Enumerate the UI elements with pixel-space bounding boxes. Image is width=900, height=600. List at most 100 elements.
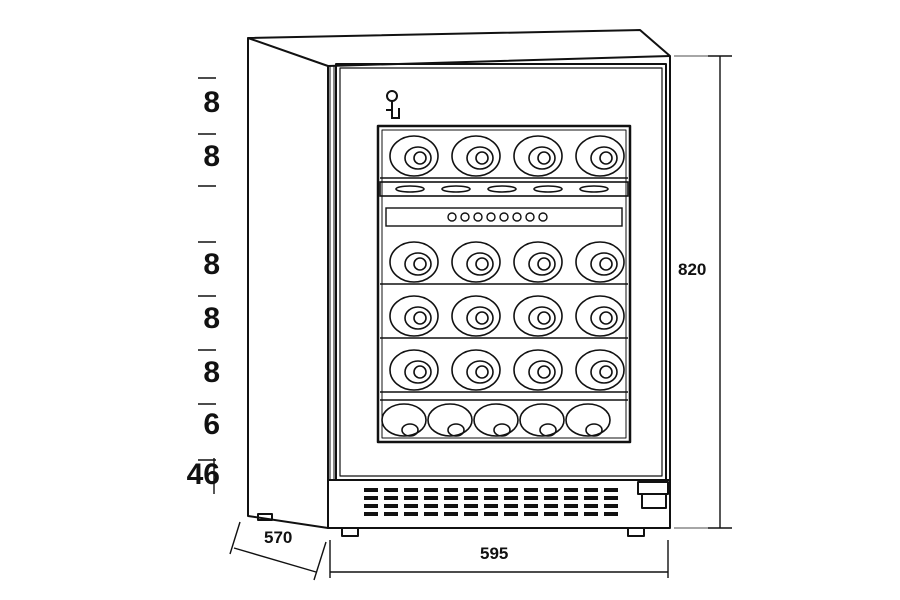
control-button [486, 212, 496, 222]
touch-control-icon [386, 90, 400, 119]
bottle [389, 241, 439, 283]
control-button [538, 212, 548, 222]
shelf-capacity-1: 8 [203, 86, 220, 119]
glass-window [376, 124, 632, 444]
depth-dim-line [233, 547, 317, 573]
vent-slot [604, 488, 618, 492]
vent-slot [424, 504, 438, 508]
vent-slot [424, 488, 438, 492]
bottle [389, 349, 439, 391]
vent-grille [364, 488, 618, 516]
shelf-capacity-5: 8 [203, 356, 220, 389]
height-dimension-label: 820 [678, 260, 707, 279]
vent-slot [364, 496, 378, 500]
vent-slot [544, 512, 558, 516]
bottle [473, 403, 519, 437]
control-button [499, 212, 509, 222]
cabinet-side [247, 37, 329, 529]
bottle [565, 403, 611, 437]
vent-slot [564, 496, 578, 500]
vent-slot [464, 504, 478, 508]
bottle [575, 349, 625, 391]
vent-slot [484, 488, 498, 492]
vent-slot [424, 512, 438, 516]
vent-slot [524, 496, 538, 500]
vent-slot [584, 512, 598, 516]
vent-slot [444, 496, 458, 500]
vent-slot [484, 512, 498, 516]
latch [637, 481, 669, 495]
vent-slot [384, 496, 398, 500]
bottle [451, 349, 501, 391]
vent-slot [584, 504, 598, 508]
vent-slot [524, 512, 538, 516]
vent-slot [564, 512, 578, 516]
vent-slot [524, 504, 538, 508]
vent-slot [384, 488, 398, 492]
bottle [451, 295, 501, 337]
bottle-shelves [379, 135, 629, 437]
control-button [473, 212, 483, 222]
depth-dimension-label: 570 [264, 528, 293, 547]
vent-slot [504, 496, 518, 500]
control-panel-icon [385, 207, 623, 227]
bottle [575, 241, 625, 283]
control-button [525, 212, 535, 222]
vent-slot [584, 496, 598, 500]
vent-slot [544, 496, 558, 500]
vent-slot [464, 488, 478, 492]
vent-slot [504, 504, 518, 508]
shelf-capacity-3: 8 [203, 248, 220, 281]
vent-slot [484, 504, 498, 508]
bottle [451, 135, 501, 177]
vent-slot [564, 488, 578, 492]
shelf-capacity-2: 8 [203, 140, 220, 173]
vent-slot [364, 488, 378, 492]
cabinet-top [247, 29, 671, 67]
bottle [513, 349, 563, 391]
vent-slot [584, 488, 598, 492]
vent-slot [524, 488, 538, 492]
vent-slot [444, 488, 458, 492]
bottle [575, 135, 625, 177]
foot-right [627, 527, 645, 537]
vent-slot [604, 512, 618, 516]
vent-slot [604, 496, 618, 500]
bottle [575, 295, 625, 337]
vent-slot [604, 504, 618, 508]
vent-slot [384, 512, 398, 516]
total-capacity: 46 [186, 458, 220, 491]
vent-slot [464, 496, 478, 500]
rack [379, 181, 629, 197]
bottle [389, 295, 439, 337]
vent-slot [404, 512, 418, 516]
bottle [513, 241, 563, 283]
vent-slot [444, 512, 458, 516]
foot-left [341, 527, 359, 537]
vent-slot [404, 504, 418, 508]
bottle [519, 403, 565, 437]
width-dimension-label: 595 [480, 544, 509, 563]
vent-slot [444, 504, 458, 508]
bottle [513, 295, 563, 337]
vent-slot [384, 504, 398, 508]
vent-slot [544, 504, 558, 508]
vent-slot [404, 488, 418, 492]
vent-slot [424, 496, 438, 500]
vent-slot [464, 512, 478, 516]
base-plinth [327, 479, 671, 529]
vent-slot [404, 496, 418, 500]
vent-slot [564, 504, 578, 508]
bottle [381, 403, 427, 437]
control-button [512, 212, 522, 222]
vent-slot [364, 512, 378, 516]
bottle [427, 403, 473, 437]
bottle [389, 135, 439, 177]
vent-slot [504, 512, 518, 516]
vent-slot [544, 488, 558, 492]
bottle [451, 241, 501, 283]
shelf-capacity-6: 6 [203, 408, 220, 441]
control-button [447, 212, 457, 222]
vent-slot [484, 496, 498, 500]
